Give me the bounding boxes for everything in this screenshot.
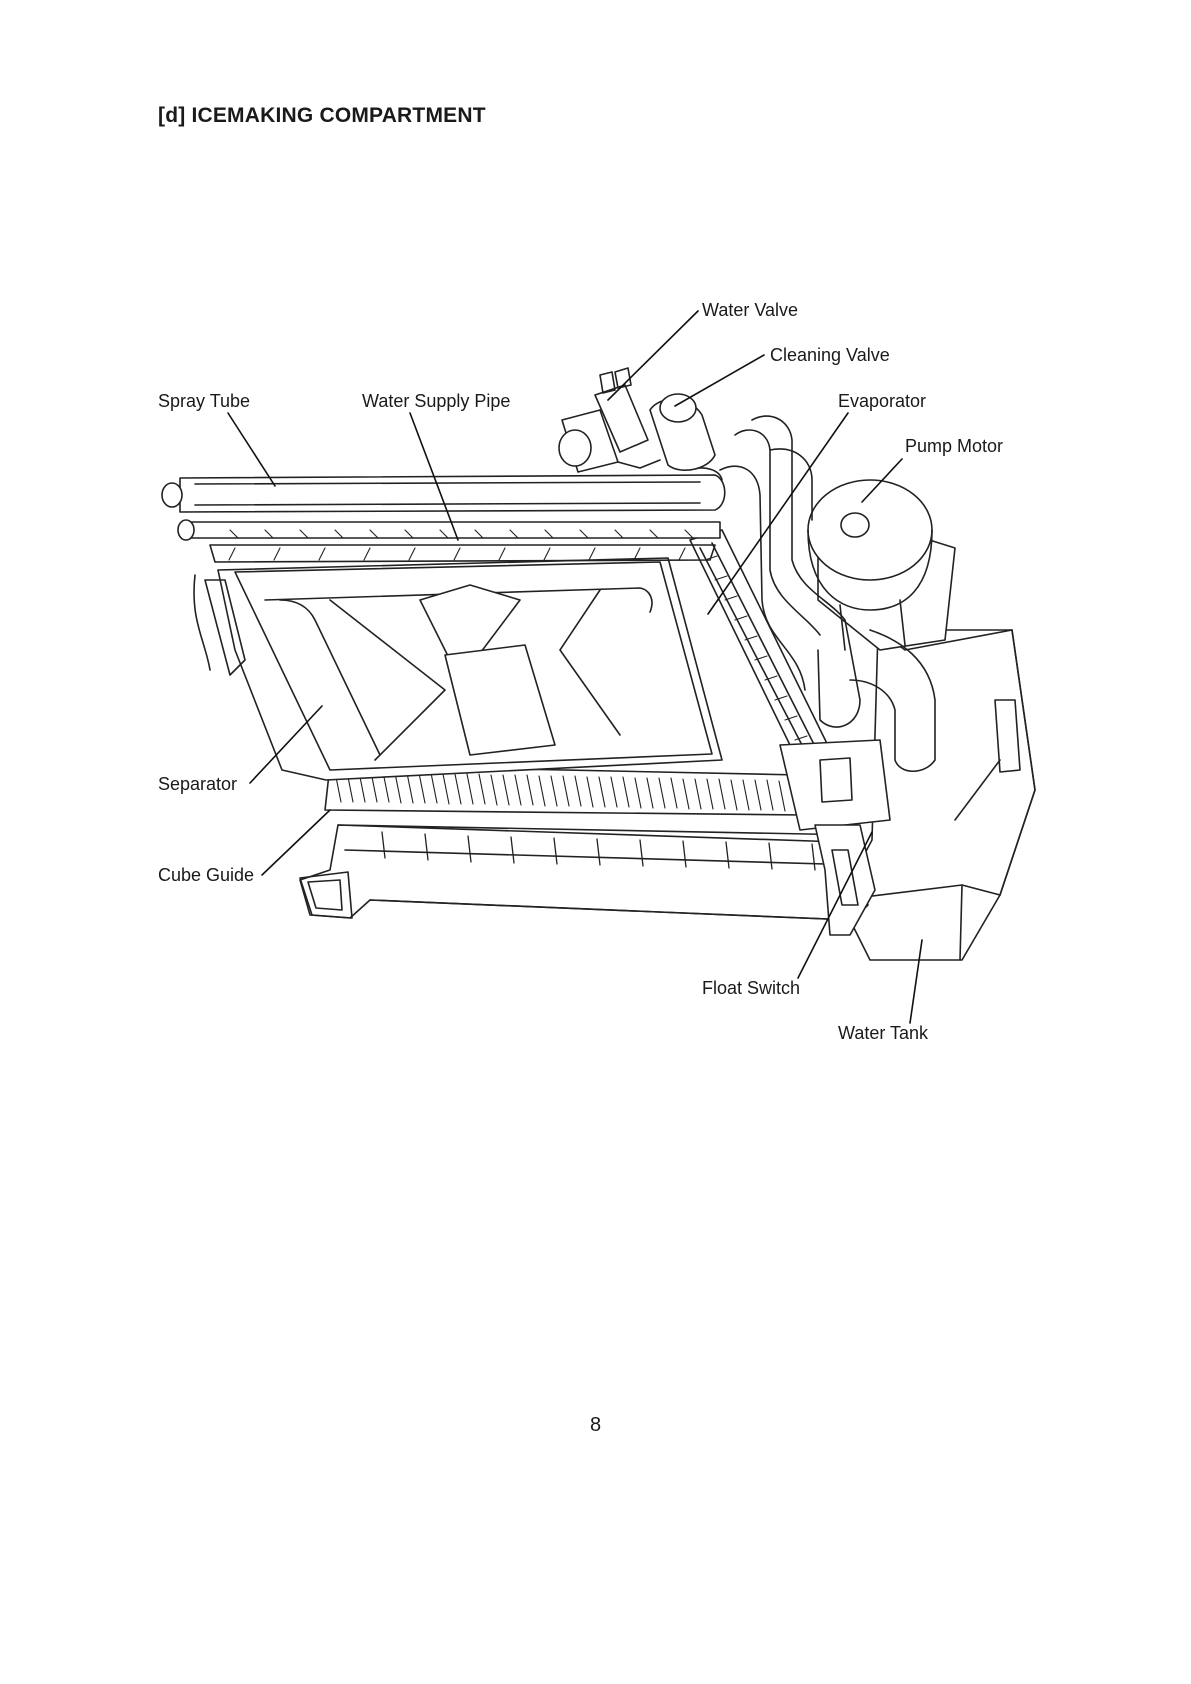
leader-cleaning-valve [675,355,764,406]
leader-spray-tube [228,413,275,486]
valves-part [559,368,715,472]
label-water-valve: Water Valve [702,300,798,321]
label-cube-guide: Cube Guide [158,865,254,886]
spray-tube-part [162,468,725,512]
label-separator: Separator [158,774,237,795]
label-float-switch: Float Switch [702,978,800,999]
leader-cube-guide [262,810,330,875]
label-spray-tube: Spray Tube [158,391,250,412]
cube-guide-part [300,765,868,920]
label-pump-motor: Pump Motor [905,436,1003,457]
leader-water-valve [608,311,698,400]
water-supply-pipe-part [178,520,720,562]
page-number: 8 [0,1414,1191,1437]
label-cleaning-valve: Cleaning Valve [770,345,890,366]
label-water-supply-pipe: Water Supply Pipe [362,391,510,412]
label-evaporator: Evaporator [838,391,926,412]
label-water-tank: Water Tank [838,1023,928,1044]
separator-part [194,558,722,780]
